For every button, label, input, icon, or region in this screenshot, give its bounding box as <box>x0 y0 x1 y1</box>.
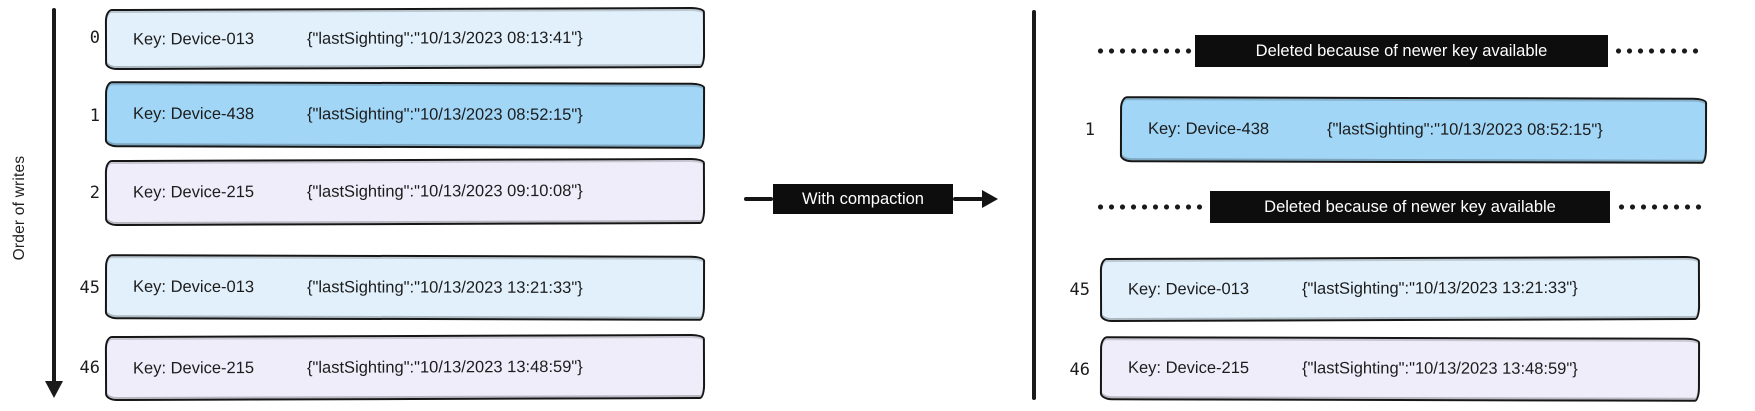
write-index: 45 <box>1069 280 1090 300</box>
dotted-line <box>1616 204 1702 210</box>
record-value: {"lastSighting":"10/13/2023 13:21:33"} <box>1301 278 1578 298</box>
order-of-writes-axis-line <box>52 8 56 383</box>
connector-line <box>744 197 773 201</box>
log-record: Key: Device-215 {"lastSighting":"10/13/2… <box>104 157 706 227</box>
log-record: Key: Device-013 {"lastSighting":"10/13/2… <box>104 254 706 321</box>
log-record: Key: Device-438 {"lastSighting":"10/13/2… <box>104 81 706 149</box>
write-index: 1 <box>1084 120 1095 140</box>
record-key: Key: Device-438 <box>132 104 255 124</box>
connector-right-arrowhead-icon <box>982 190 998 208</box>
record-key: Key: Device-013 <box>132 29 255 48</box>
record-value: {"lastSighting":"10/13/2023 13:48:59"} <box>1301 359 1578 378</box>
record-value: {"lastSighting":"10/13/2023 09:10:08"} <box>306 181 583 201</box>
record-key: Key: Device-438 <box>1147 119 1270 139</box>
compacted-log-axis-line <box>1032 10 1036 400</box>
axis-label: Order of writes <box>11 155 28 261</box>
dotted-line <box>1613 48 1703 54</box>
record-key: Key: Device-215 <box>132 358 255 377</box>
record-value: {"lastSighting":"10/13/2023 08:13:41"} <box>306 28 583 48</box>
axis-down-arrowhead-icon <box>45 381 63 398</box>
write-index: 0 <box>89 28 100 48</box>
deleted-record-badge: Deleted because of newer key available <box>1210 191 1610 223</box>
record-key: Key: Device-013 <box>132 277 255 296</box>
deleted-record-badge: Deleted because of newer key available <box>1195 35 1608 67</box>
log-record: Key: Device-013 {"lastSighting":"10/13/2… <box>104 6 706 71</box>
record-value: {"lastSighting":"10/13/2023 08:52:15"} <box>1326 120 1603 139</box>
record-key: Key: Device-215 <box>132 183 255 202</box>
with-compaction-label: With compaction <box>773 184 953 214</box>
log-record: Key: Device-215 {"lastSighting":"10/13/2… <box>104 333 706 402</box>
record-value: {"lastSighting":"10/13/2023 08:52:15"} <box>306 105 583 124</box>
dotted-line <box>1095 48 1192 54</box>
record-value: {"lastSighting":"10/13/2023 13:48:59"} <box>306 357 583 377</box>
write-index: 1 <box>89 106 100 126</box>
dotted-line <box>1095 204 1205 210</box>
log-record: Key: Device-013 {"lastSighting":"10/13/2… <box>1099 255 1701 323</box>
record-key: Key: Device-013 <box>1127 280 1250 299</box>
write-index: 2 <box>89 183 100 203</box>
write-index: 46 <box>1069 360 1090 380</box>
log-record: Key: Device-438 {"lastSighting":"10/13/2… <box>1119 96 1708 164</box>
write-index: 45 <box>79 278 100 298</box>
connector-line <box>953 197 983 201</box>
write-index: 46 <box>79 358 100 378</box>
record-value: {"lastSighting":"10/13/2023 13:21:33"} <box>306 277 583 297</box>
record-key: Key: Device-215 <box>1127 358 1250 378</box>
log-record: Key: Device-215 {"lastSighting":"10/13/2… <box>1099 336 1701 402</box>
